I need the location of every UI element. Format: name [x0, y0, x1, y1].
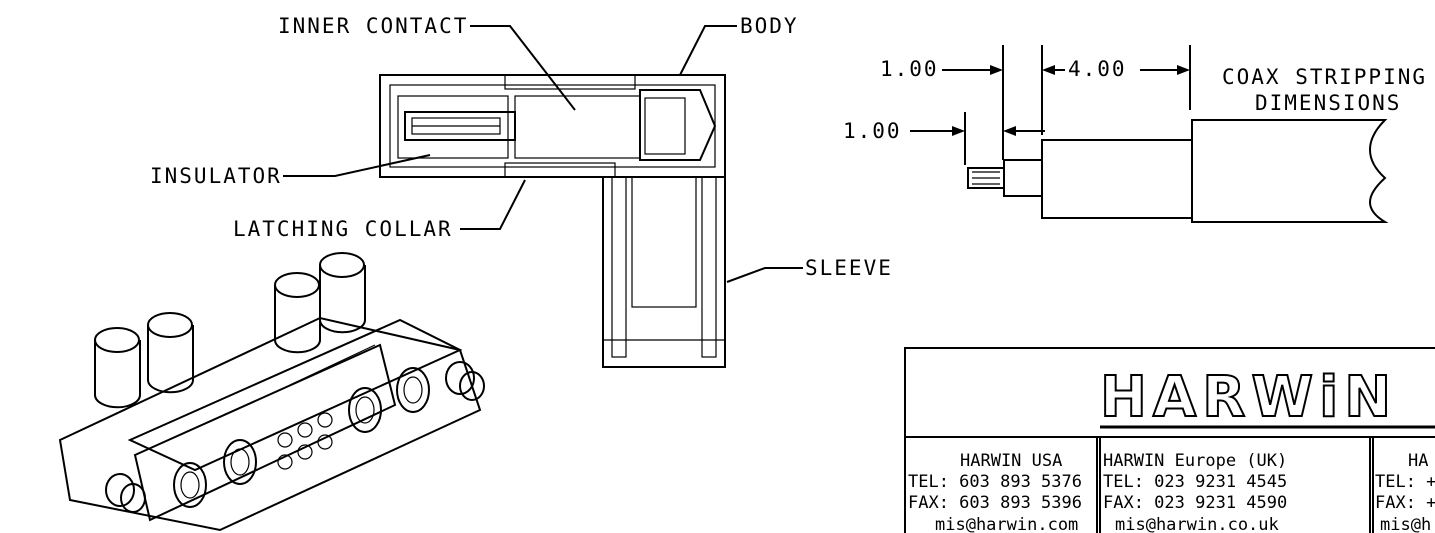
connector-isometric-view — [58, 252, 485, 532]
label-latching-collar: LATCHING COLLAR — [233, 217, 453, 241]
third-name: HA — [1408, 451, 1428, 471]
dim-lower: 1.00 — [843, 119, 902, 143]
third-tel: TEL: + — [1375, 472, 1435, 492]
harwin-logo: HARWiN — [1100, 365, 1397, 430]
stripping-title-line1: COAX STRIPPING — [1222, 65, 1427, 89]
label-insulator: INSULATOR — [150, 164, 282, 188]
europe-name: HARWIN Europe (UK) — [1103, 451, 1287, 471]
title-block — [904, 347, 1435, 533]
europe-email: mis@harwin.co.uk — [1115, 515, 1279, 533]
stripping-title-line2: DIMENSIONS — [1255, 91, 1401, 115]
usa-name: HARWIN USA — [960, 451, 1062, 471]
label-body: BODY — [740, 14, 799, 38]
callout-leaders — [283, 25, 803, 283]
usa-tel: TEL: 603 893 5376 — [908, 472, 1082, 492]
dim-top-2: 4.00 — [1068, 57, 1127, 81]
dim-top-1: 1.00 — [880, 57, 939, 81]
label-sleeve: SLEEVE — [805, 256, 893, 280]
europe-fax: FAX: 023 9231 4590 — [1103, 493, 1287, 513]
third-fax: FAX: + — [1375, 493, 1435, 513]
third-email: mis@h — [1380, 515, 1431, 533]
usa-email: mis@harwin.com — [935, 515, 1078, 533]
connector-cross-section — [379, 74, 726, 368]
label-inner-contact: INNER CONTACT — [278, 14, 468, 38]
europe-tel: TEL: 023 9231 4545 — [1103, 472, 1287, 492]
usa-fax: FAX: 603 893 5396 — [908, 493, 1082, 513]
coax-cable-drawing — [910, 45, 1389, 223]
